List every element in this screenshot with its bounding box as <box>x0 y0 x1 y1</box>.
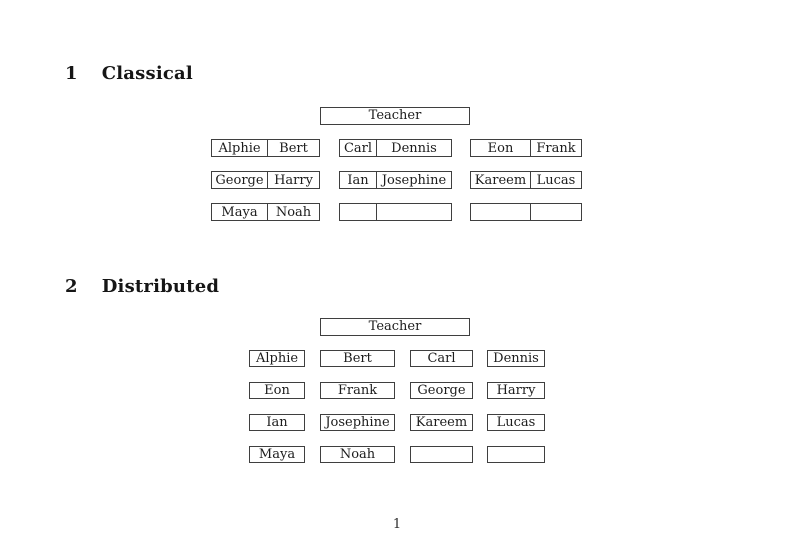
seat-cell: Carl <box>340 140 377 156</box>
desk: Ian Josephine <box>339 171 452 189</box>
desk: Harry <box>487 382 545 399</box>
seat-cell: Lucas <box>536 173 576 188</box>
seat-cell: Bert <box>343 351 372 366</box>
section-heading-classical: 1 Classical <box>65 63 193 84</box>
seat-cell: Bert <box>279 141 308 156</box>
seat-cell <box>340 204 377 220</box>
desk: George <box>410 382 473 399</box>
desk: George Harry <box>211 171 320 189</box>
desk: Josephine <box>320 414 395 431</box>
seat-cell <box>471 204 531 220</box>
desk: Maya <box>249 446 305 463</box>
section-title: Classical <box>101 63 193 84</box>
page-number: 1 <box>392 517 402 532</box>
teacher-box: Teacher <box>320 107 470 125</box>
desk <box>487 446 545 463</box>
seat-cell: Harry <box>496 383 536 398</box>
desk: Ian <box>249 414 305 431</box>
seat-cell: George <box>417 383 466 398</box>
section-heading-distributed: 2 Distributed <box>65 276 219 297</box>
section-number: 1 <box>65 63 78 84</box>
desk: Lucas <box>487 414 545 431</box>
seat-cell: Kareem <box>415 415 468 430</box>
desk: Bert <box>320 350 395 367</box>
desk: Carl <box>410 350 473 367</box>
seat-cell: Frank <box>536 141 576 156</box>
seat-cell: Josephine <box>325 415 390 430</box>
seat-cell: Noah <box>275 205 312 220</box>
seat-cell: Josephine <box>381 173 447 188</box>
desk: Kareem <box>410 414 473 431</box>
seat-cell: Dennis <box>493 351 539 366</box>
desk <box>339 203 452 221</box>
seat-cell: Ian <box>340 172 377 188</box>
seat-cell: Carl <box>427 351 456 366</box>
desk: Dennis <box>487 350 545 367</box>
seat-cell: Dennis <box>391 141 437 156</box>
seat-cell <box>488 447 544 462</box>
desk: Eon Frank <box>470 139 582 157</box>
seat-cell: Eon <box>264 383 290 398</box>
seat-cell: Kareem <box>471 172 531 188</box>
section-title: Distributed <box>101 276 220 297</box>
seat-cell: Maya <box>258 447 296 462</box>
seat-cell: Ian <box>266 415 288 430</box>
seat-cell <box>531 204 581 220</box>
seat-cell <box>377 204 451 220</box>
seat-cell: Harry <box>274 173 313 188</box>
desk: Kareem Lucas <box>470 171 582 189</box>
seat-cell: George <box>212 172 268 188</box>
seat-cell: Lucas <box>496 415 536 430</box>
seat-cell: Noah <box>339 447 376 462</box>
desk: Eon <box>249 382 305 399</box>
seat-cell: Frank <box>337 383 378 398</box>
seat-cell: Alphie <box>255 351 299 366</box>
desk: Alphie Bert <box>211 139 320 157</box>
desk: Maya Noah <box>211 203 320 221</box>
seat-cell <box>411 447 472 462</box>
desk: Frank <box>320 382 395 399</box>
desk <box>470 203 582 221</box>
seat-cell: Alphie <box>212 140 268 156</box>
section-number: 2 <box>65 276 78 297</box>
desk <box>410 446 473 463</box>
desk: Alphie <box>249 350 305 367</box>
teacher-box: Teacher <box>320 318 470 336</box>
seat-cell: Maya <box>212 204 268 220</box>
desk: Carl Dennis <box>339 139 452 157</box>
seat-cell: Eon <box>471 140 531 156</box>
desk: Noah <box>320 446 395 463</box>
